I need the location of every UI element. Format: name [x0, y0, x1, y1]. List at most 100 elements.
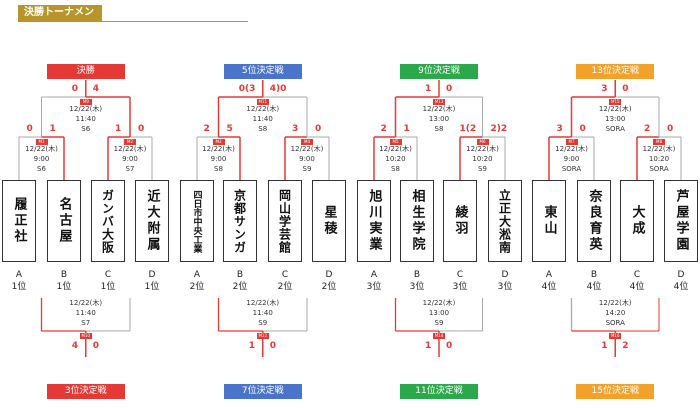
score-right: 1	[49, 124, 56, 134]
match-time: 9:00	[33, 155, 50, 163]
banner-placement: 7位決定戦	[223, 384, 302, 399]
team-box: ガンバ大阪	[91, 180, 125, 262]
match-time: 9:00	[299, 155, 315, 163]
score-left: 1	[115, 124, 122, 134]
score-right: 0	[446, 84, 453, 94]
team-name: 履正社	[11, 197, 27, 245]
team-name: 岡山学芸館	[277, 188, 292, 254]
score-left: 4	[71, 341, 79, 351]
team-group: D	[677, 270, 685, 280]
banner-final: 決勝	[46, 64, 125, 79]
team-rank: 1位	[56, 282, 72, 292]
match-venue: S7	[125, 165, 135, 173]
team-rank: 1位	[144, 282, 160, 292]
match-time: 13:00	[428, 115, 450, 123]
team-name: 星稜	[321, 205, 337, 237]
team-box: 立正大淞南	[488, 180, 522, 262]
match-venue: SORA	[649, 165, 669, 173]
team-group: C	[104, 270, 112, 280]
team-rank: 2位	[277, 282, 293, 292]
team-box: 旭川実業	[357, 180, 391, 262]
score-left: 0(3	[238, 84, 256, 94]
score-right: 2)2	[490, 124, 508, 134]
team-group: A	[15, 270, 23, 280]
match-venue: S8	[391, 165, 400, 173]
team-name: 京都サンガ	[232, 188, 247, 254]
banner-placement: 11位決定戦	[400, 384, 478, 399]
match-badge: M15	[609, 99, 622, 105]
match-date: 12/22(木)	[113, 145, 147, 153]
match-badge: M9	[79, 99, 92, 105]
score-right: 0	[622, 84, 629, 94]
team-group: B	[60, 270, 68, 280]
match-badge: M5	[389, 139, 402, 145]
match-badge: M7	[565, 139, 578, 145]
team-box: 星稜	[312, 180, 346, 262]
team-rank: 4位	[541, 282, 557, 292]
match-time: 11:40	[252, 309, 273, 317]
banner-placement: 13位決定戦	[576, 64, 655, 79]
match-date: 12/22(木)	[25, 145, 58, 153]
team-rank: 4位	[673, 282, 689, 292]
match-time: 9:00	[563, 155, 580, 163]
match-time: 11:40	[252, 115, 273, 123]
team-name: 相生学院	[409, 189, 425, 253]
match-venue: S9	[302, 165, 312, 173]
team-name: 大成	[629, 205, 645, 237]
score-left: 1(2	[459, 124, 477, 134]
team-seed: C 4位	[617, 269, 657, 293]
match-time: 10:20	[648, 155, 670, 163]
match-date: 12/22(木)	[555, 145, 588, 153]
team-rank: 4位	[629, 282, 645, 292]
team-group: D	[501, 270, 509, 280]
match-venue: S6	[37, 165, 46, 173]
match-venue: SORA	[561, 165, 582, 173]
score-right: 0	[667, 124, 674, 134]
team-name: 四日市中央工業	[191, 189, 202, 253]
match-badge: M10	[79, 333, 92, 339]
match-venue: S8	[434, 125, 444, 133]
score-left: 0	[26, 124, 33, 134]
match-badge: M6	[476, 139, 489, 145]
score-left: 1	[601, 341, 608, 351]
team-name: 名古屋	[56, 197, 72, 245]
match-venue: SORA	[605, 125, 625, 133]
team-name: 綾羽	[452, 205, 468, 237]
match-time: 14:20	[605, 309, 626, 317]
team-group: C	[633, 270, 641, 280]
match-venue: S8	[258, 125, 268, 133]
match-time: 9:00	[122, 155, 138, 163]
team-seed: D 1位	[132, 269, 172, 293]
team-group: D	[148, 270, 156, 280]
match-time: 11:40	[75, 309, 96, 317]
match-venue: SORA	[605, 319, 625, 327]
team-name: 芦屋学園	[673, 189, 689, 253]
team-box: 履正社	[2, 180, 36, 262]
team-seed: C 2位	[265, 269, 305, 293]
team-group: C	[281, 270, 289, 280]
score-right: 0	[579, 124, 586, 134]
match-badge: M2	[124, 139, 136, 145]
score-right: 2	[622, 341, 629, 351]
match-venue: S8	[214, 165, 223, 173]
match-time: 9:00	[210, 155, 227, 163]
match-date: 12/22(木)	[69, 105, 103, 113]
score-left: 1	[248, 341, 256, 351]
match-venue: S6	[81, 125, 91, 133]
score-left: 3	[292, 124, 299, 134]
